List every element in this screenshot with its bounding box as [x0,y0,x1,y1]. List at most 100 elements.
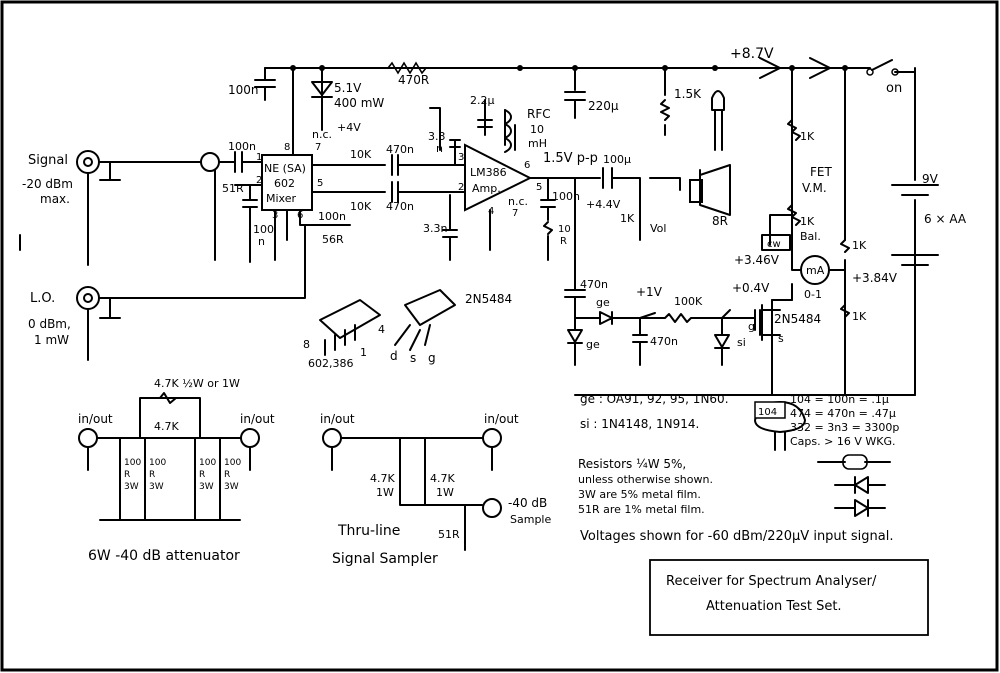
det-diode1-label: ge [596,296,610,309]
mixer-pin-1: 1 [256,152,262,163]
cap-33n-label: 3.3n [423,222,447,235]
mixer-to-amp-wires [334,107,466,261]
att-out-label: in/out [240,412,275,426]
amp-label-2: Amp. [472,182,501,195]
r1k-div1-label: 1K [852,239,867,252]
mixer-pin-2: 2 [256,175,262,186]
att-shunt-resistor-label: 3W [199,482,214,492]
ts-out-label: in/out [484,412,519,426]
ts-title-2: Signal Sampler [332,551,438,567]
title-line-1: Receiver for Spectrum Analyser/ [666,574,877,589]
voltage-346-label: +3.46V [734,253,780,267]
resistor-note-2: unless otherwise shown. [578,473,713,486]
amp-pin-4: 4 [488,206,494,217]
pin-1-label: 1 [360,346,367,359]
c470n-a-label: 470n [386,143,414,156]
cap-out-label: 100µ [603,153,631,166]
diode-symbols [817,454,891,517]
signal-max: max. [40,192,70,206]
ts-sample-1: -40 dB [508,496,547,510]
cap-33-unit: n [436,142,443,155]
cap-bias-label: 100n [318,210,346,223]
supply-rail-label: +8.7V [730,46,774,62]
ts-in-label: in/out [320,412,355,426]
mixer-block [214,144,361,263]
att-shunt-resistor-label: 100 [199,458,216,468]
fet-part-label: 2N5484 [774,312,821,326]
ts-51r-label: 51R [438,528,460,541]
ts-title-1: Thru-line [337,523,400,539]
mixer-label-2: 602 [274,177,295,190]
fet-label-1: FET [810,165,832,179]
att-shunt-resistor-label: R [224,470,230,480]
amp-pin-6: 6 [524,160,530,171]
pin-4-label: 4 [378,323,385,336]
pin-8-label: 8 [303,338,310,351]
r10k-b-label: 10K [350,200,372,213]
signal-level: -20 dBm [22,177,73,191]
att-shunt-resistor-label: 100 [124,458,141,468]
cap-top-label: 100n [228,83,259,97]
fet-pin-d: d [390,349,398,363]
cap-pin3-unit: n [258,235,265,248]
mixer-pin-3: 3 [272,210,278,221]
lo-label: L.O. [30,291,55,306]
switch-label: on [886,81,902,96]
fet-type-label: 2N5484 [465,292,512,306]
det-diode2-label: ge [586,338,600,351]
meter-range-label: 0-1 [804,288,822,301]
amp-pin-7: 7 [512,208,518,219]
attenuator-circuit [78,392,260,521]
mixer-pin-6: 6 [297,210,303,221]
title-line-2: Attenuation Test Set. [706,599,842,614]
lo-connector [76,224,306,361]
att-top-resistor: 4.7K ½W or 1W [154,377,240,390]
note-si-diodes: si : 1N4148, 1N914. [580,417,699,431]
resistor-bias-label: 56R [322,233,344,246]
amp-label-1: LM386 [470,166,507,179]
ic-pinout-label: 602,386 [308,357,354,370]
output-voltage-label: 1.5V p-p [543,151,598,166]
cw-label: cw [767,239,781,250]
att-shunt-resistor-label: 3W [149,482,164,492]
cap-code-3: 332 = 3n3 = 3300p [790,421,899,434]
mixer-pin-8: 8 [284,142,290,153]
cap-code-2: 474 = 470n = .47µ [790,407,896,420]
battery-voltage: 9V [922,172,939,186]
fet-gate-label: g [748,320,755,333]
ts-r2-power: 1W [436,486,454,499]
voltage-note: Voltages shown for -60 dBm/220µV input s… [580,529,894,544]
cap-pin3-label: 100 [253,223,274,236]
rfc-label-2: 10 [530,123,544,136]
cap-zobel-label: 100n [552,190,580,203]
att-shunt-resistor-label: R [149,470,155,480]
r100k-label: 100K [674,295,703,308]
amplifier-block [464,99,561,251]
att-shunt-resistor-label: 3W [224,482,239,492]
input-connector [76,150,220,266]
ts-r1-power: 1W [376,486,394,499]
amp-pin-2: 2 [458,182,464,193]
supply-rail [254,57,916,241]
fet-pin-s: s [410,351,416,365]
pot-vol-label: Vol [650,222,666,235]
fet-label-2: V.M. [802,181,827,195]
plus04v-label: +0.4V [732,281,770,295]
res-zobel-1: 10 [558,224,571,235]
fet-voltmeter [759,119,939,396]
title-box [649,559,929,636]
mixer-label-1: NE (SA) [264,162,306,175]
att-mid-resistor: 4.7K [154,420,179,433]
fet-source-label: s [778,332,784,345]
att-shunt-resistor-label: 3W [124,482,139,492]
ts-r2-value: 4.7K [430,472,455,485]
voltage-384-label: +3.84V [852,271,898,285]
amp-pin-5: 5 [536,182,542,193]
resistor-note-1: Resistors ¼W 5%, [578,457,686,471]
meter-label: mA [806,264,825,277]
r1k-div2-label: 1K [852,310,867,323]
cap-code-label: 104 [758,407,777,418]
r10k-a-label: 10K [350,148,372,161]
resistor-note-3: 3W are 5% metal film. [578,488,701,501]
thru-line-circuit [322,428,502,551]
